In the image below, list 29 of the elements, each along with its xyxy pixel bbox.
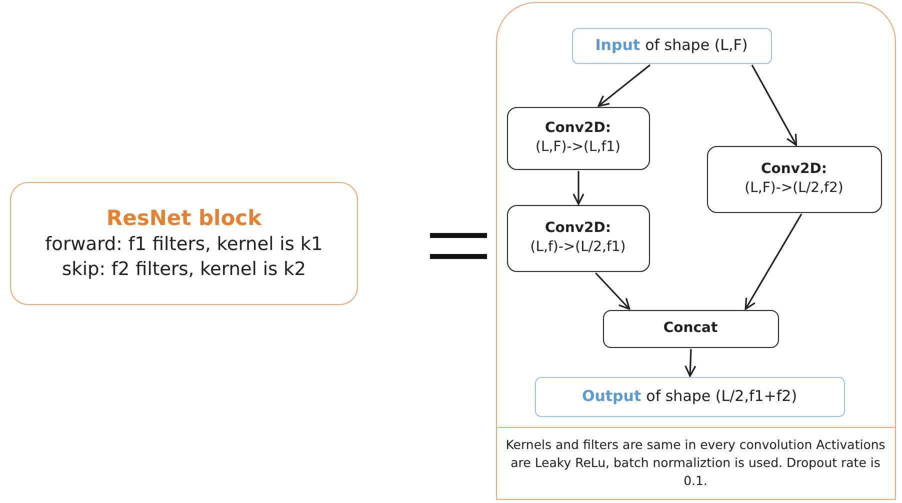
note-text: Kernels and filters are same in every convolution Activations are Leaky ReLu, batch normaliztion is used. Dropout rate is 0.1. bbox=[504, 436, 886, 490]
layer-name: Conv2D: bbox=[545, 119, 611, 138]
io-label: Input bbox=[595, 35, 640, 56]
arrow bbox=[751, 64, 798, 146]
arrow bbox=[744, 214, 802, 310]
arrow bbox=[572, 171, 584, 205]
layer-box bbox=[706, 146, 882, 212]
arrow bbox=[595, 272, 630, 310]
shape-transform: (L,f)->(L/2,f1) bbox=[530, 238, 626, 257]
shape-text: of shape (L/2,f1+f2) bbox=[646, 386, 798, 407]
io-label: Output bbox=[582, 386, 642, 407]
layer-name: Conv2D: bbox=[545, 219, 611, 238]
block-title: ResNet block bbox=[106, 205, 262, 232]
layer-name: Concat bbox=[663, 319, 718, 338]
block-description: forward: f1 filters, kernel is k1 bbox=[45, 232, 323, 257]
layer-box bbox=[506, 106, 650, 170]
layer-box bbox=[602, 310, 778, 348]
layer-name: Conv2D: bbox=[761, 160, 827, 179]
arrow bbox=[684, 348, 696, 377]
block-detail-panel bbox=[496, 2, 896, 500]
block-summary-box bbox=[10, 182, 358, 305]
io-box bbox=[534, 376, 844, 416]
io-box bbox=[572, 28, 772, 64]
layer-box bbox=[506, 204, 650, 272]
shape-text: of shape (L,F) bbox=[645, 35, 748, 56]
arrow bbox=[598, 64, 650, 107]
block-description: skip: f2 filters, kernel is k2 bbox=[62, 258, 306, 282]
shape-transform: (L,F)->(L/2,f2) bbox=[744, 179, 844, 198]
shape-transform: (L,F)->(L,f1) bbox=[535, 138, 621, 157]
